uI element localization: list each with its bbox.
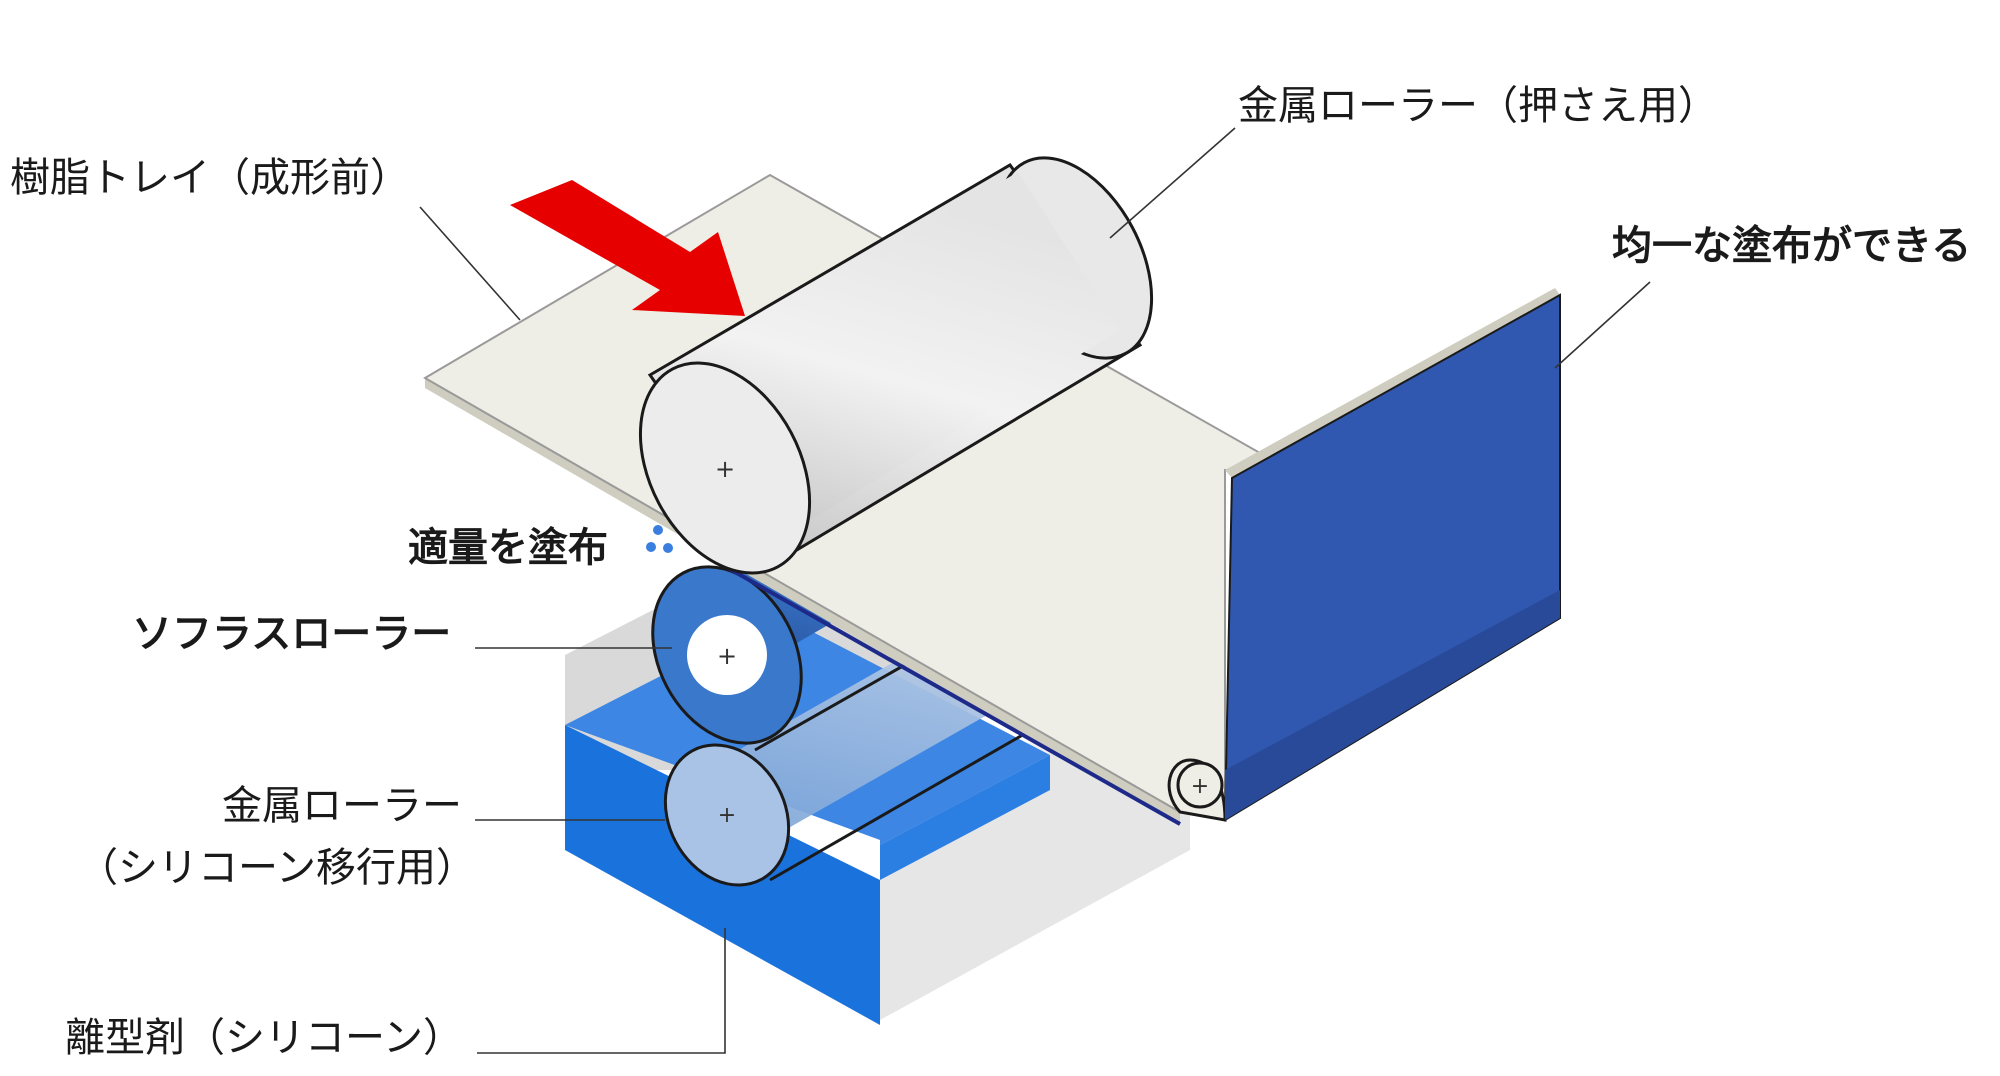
sofras-roller-center-mark: + (717, 642, 737, 670)
tray-curl-center-mark: + (1191, 774, 1209, 799)
leader-resin-tray (419, 206, 521, 321)
coated-sheet (1223, 288, 1561, 822)
silicone-drops-icon (646, 525, 673, 553)
proper-amount-label: 適量を塗布 (408, 525, 608, 571)
coated-sheet-bottom-shadow (1225, 590, 1560, 820)
silicone-step-face (880, 755, 1050, 880)
metal-roller-center-mark: + (718, 803, 736, 828)
metal-roller-label: 金属ローラー (222, 783, 462, 829)
coated-sheet-edge (1225, 288, 1560, 478)
red-arrow-icon (510, 180, 745, 316)
sofras-roller-hole (687, 615, 767, 695)
drop (663, 543, 673, 553)
press-roller: + (638, 156, 1154, 575)
release-agent-label: 離型剤（シリコーン） (65, 1015, 463, 1061)
uniform-coating-label: 均一な塗布ができる (1612, 223, 1972, 269)
leader-release-agent (477, 928, 726, 1054)
coating-underline (704, 553, 1181, 826)
drop (646, 542, 656, 552)
tray-sheet-edge (425, 378, 1180, 825)
metal-roller-sublabel: （シリコーン移行用） (78, 845, 476, 891)
tray-curl-center (1176, 761, 1224, 809)
press-roller-label: 金属ローラー（押さえ用） (1238, 83, 1718, 129)
press-roller-center-mark: + (715, 455, 735, 483)
leader-lines (419, 127, 1651, 1054)
drop (653, 525, 663, 535)
direction-arrow (510, 180, 745, 316)
resin-tray-label: 樹脂トレイ（成形前） (10, 155, 410, 201)
metal-roller-edge-bottom (769, 723, 1041, 882)
metal-roller-end (663, 743, 791, 887)
coated-sheet-face (1223, 293, 1561, 822)
press-roller-end (638, 361, 812, 575)
leader-uniform-coating (1554, 281, 1651, 369)
leader-press-roller (1109, 127, 1236, 239)
sofras-roller-label: ソフラスローラー (132, 611, 452, 657)
